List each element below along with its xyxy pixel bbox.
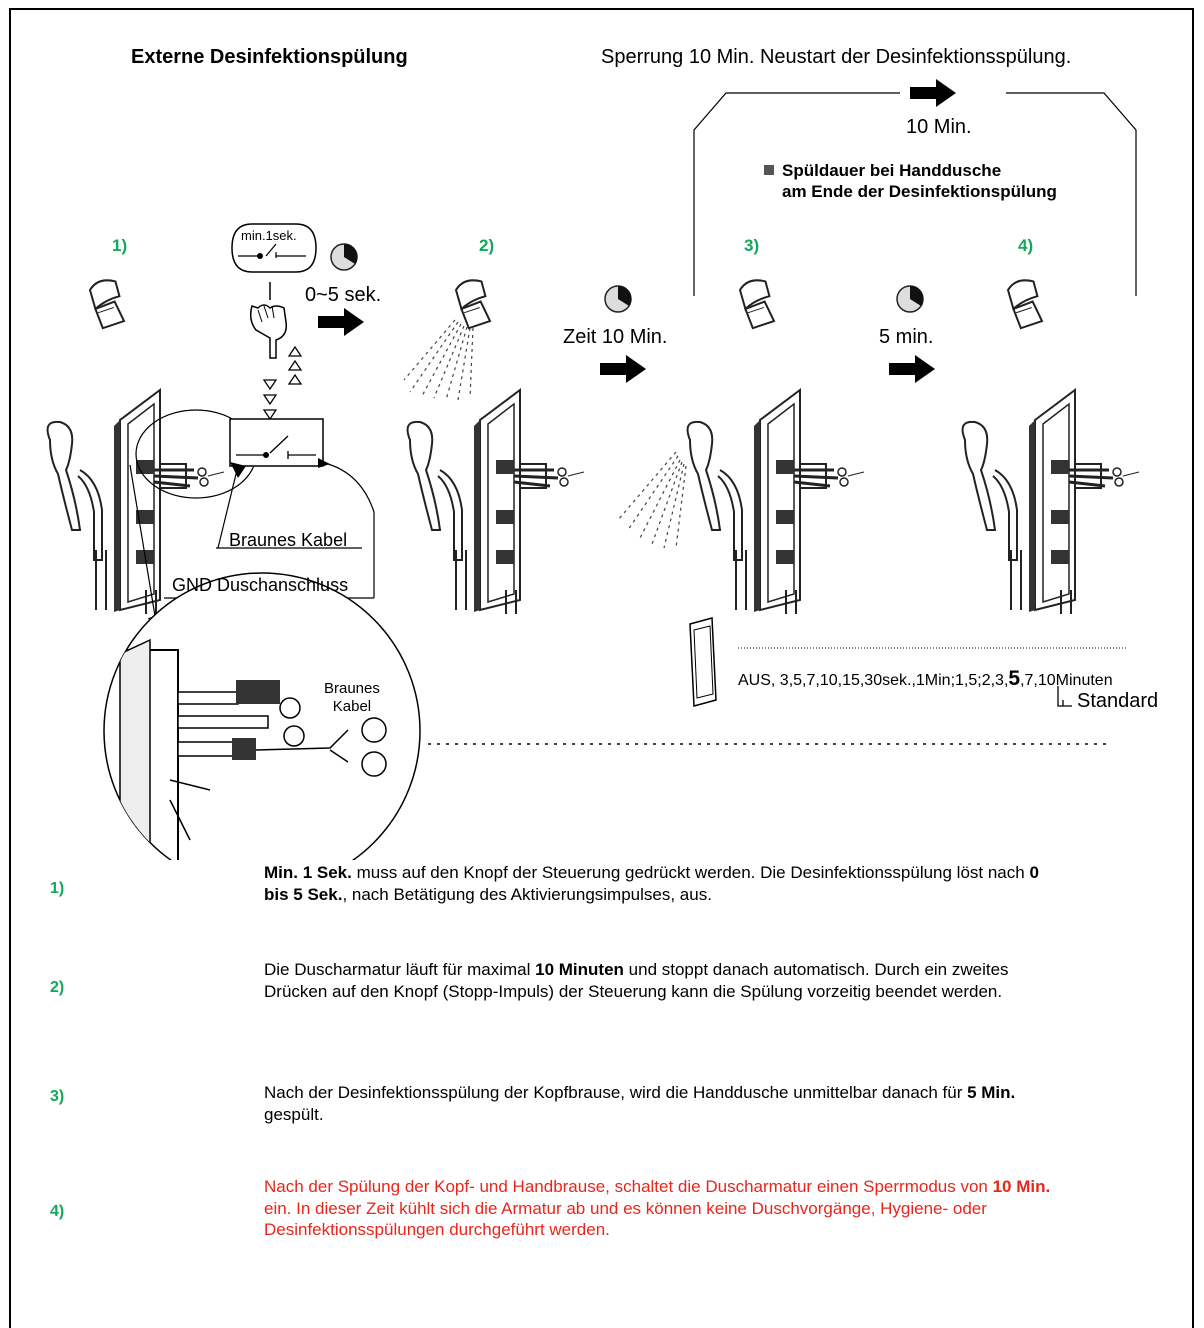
description-run: ein. In dieser Zeit kühlt sich die Armat… [264,1198,987,1240]
description-text-1: Min. 1 Sek. muss auf den Knopf der Steue… [264,862,1054,905]
description-number-3: 3) [50,1088,65,1105]
page-frame [9,8,1194,1328]
description-text-4: Nach der Spülung der Kopf- und Handbraus… [264,1176,1054,1241]
description-text-2: Die Duscharmatur läuft für maximal 10 Mi… [264,959,1054,1002]
duration-options: AUS, 3,5,7,10,15,30sek.,1Min;1,5;2,3,5,7… [738,667,1113,691]
description-text-3: Nach der Desinfektionsspülung der Kopfbr… [264,1082,1054,1125]
delay-label: 0~5 sek. [305,284,382,306]
legend-line-1: Spüldauer bei Handdusche [782,161,1002,180]
description-number-4: 4) [50,1203,65,1220]
time-label-10min: Zeit 10 Min. [563,326,668,348]
shower-unit-2 [406,388,586,616]
description-emphasis: 10 Minuten [535,960,624,979]
flow-arrow-2 [600,355,646,383]
description-emphasis: 5 Min. [967,1083,1016,1102]
head-shower-1 [83,276,131,332]
description-number-1: 1) [50,880,65,897]
legend-line-2: am Ende der Desinfektionspülung [782,182,1057,201]
shower-unit-3 [686,388,866,616]
head-shower-4 [1001,276,1049,332]
step-label-1: 1) [112,236,128,255]
callout-cable: Braunes Kabel [229,530,348,550]
options-default: 5 [1008,667,1021,690]
flow-arrow-3 [889,355,935,383]
description-run: , nach Betätigung des Aktivierungsimpuls… [342,884,712,904]
legend-square-icon [764,165,774,175]
description-run: gespült. [264,1104,324,1124]
description-emphasis: 10 Min. [992,1177,1051,1196]
spray-2 [403,319,474,401]
clock-icon-3 [896,285,924,313]
switch-box [229,418,324,467]
description-number-2: 2) [50,979,65,996]
page-title: Externe Desinfektionspülung [131,46,408,68]
description-run: muss auf den Knopf der Steuerung gedrück… [351,863,1030,882]
pulse-triangles [262,345,303,421]
lockout-bracket [693,92,1137,296]
clock-icon-1 [330,243,358,271]
step-label-4: 4) [1018,236,1034,255]
standard-label: Standard [1077,690,1159,712]
options-suffix: ,7,10Minuten [1020,672,1113,689]
description-run: Nach der Desinfektionsspülung der Kopfbr… [264,1083,968,1102]
clock-icon-2 [604,285,632,313]
diagram-graphics [46,79,1141,860]
description-run: Die Duscharmatur läuft für maximal [264,960,536,979]
button-label: min.1sek. [241,228,297,243]
callout-gnd: GND Duschanschluss [172,575,349,595]
options-prefix: AUS, 3,5,7,10,15,30sek.,1Min;1,5;2,3, [738,672,1009,689]
legend: Spüldauer bei Handdusche am Ende der Des… [764,160,1057,202]
lockout-note: Sperrung 10 Min. Neustart der Desinfekti… [601,46,1072,68]
zoom-cable-label: Braunes Kabel [324,680,380,716]
description-run: Nach der Spülung der Kopf- und Handbraus… [264,1177,993,1196]
spray-3 [617,451,687,549]
phone-icon [689,617,717,707]
button-bubble [231,223,317,273]
zoom-detail [103,572,421,860]
time-label-5min: 5 min. [879,326,934,348]
zoom-label-line-1: Braunes [324,680,380,697]
head-shower-3 [733,276,781,332]
pointing-hand-icon [249,282,288,359]
lockout-arrow [910,79,956,107]
step-label-2: 2) [479,236,495,255]
description-emphasis: 0 bis 5 Sek. [264,863,1039,904]
description-run: und stoppt danach automatisch. Durch ein… [264,960,1009,1001]
step-label-3: 3) [744,236,760,255]
flow-arrow-1 [318,308,364,336]
lockout-duration: 10 Min. [906,116,972,138]
zoom-label-line-2: Kabel [332,698,372,715]
shower-unit-4 [961,388,1141,616]
description-emphasis: Min. 1 Sek. [264,863,352,882]
